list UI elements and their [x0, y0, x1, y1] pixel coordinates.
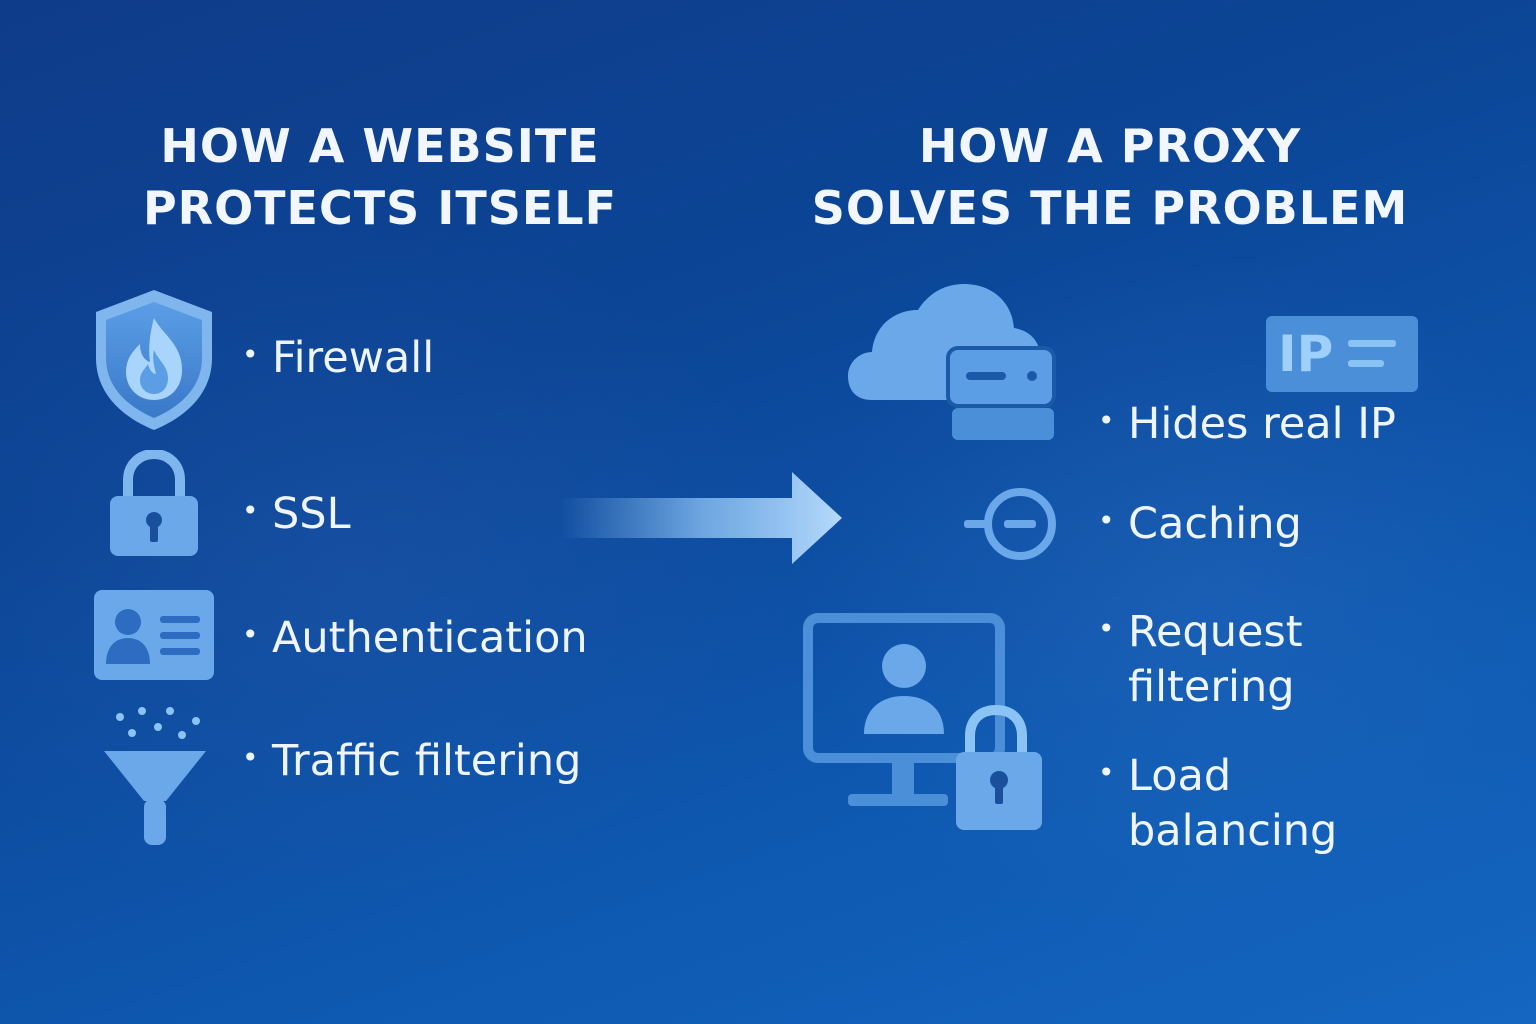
item-label-line1: Load — [1128, 751, 1232, 801]
right-item-request-filtering: • Request filtering — [1098, 606, 1303, 713]
right-item-caching: • Caching — [1098, 498, 1302, 553]
ip-badge-text: IP — [1278, 325, 1334, 383]
item-label: Caching — [1128, 499, 1302, 549]
funnel-icon — [100, 705, 210, 850]
id-card-icon — [94, 590, 214, 680]
bullet: • — [1098, 611, 1115, 645]
left-title-line2: PROTECTS ITSELF — [142, 181, 618, 235]
left-title-line1: HOW A WEBSITE — [160, 119, 600, 173]
right-title-line1: HOW A PROXY — [918, 119, 1302, 173]
arrow-right-icon — [560, 470, 850, 566]
item-label: Traffic filtering — [272, 736, 582, 786]
bullet: • — [242, 493, 259, 527]
item-label-line2: balancing — [1128, 805, 1338, 856]
bullet: • — [1098, 755, 1115, 789]
left-item-authentication: • Authentication — [242, 612, 588, 667]
right-item-load-balancing: • Load balancing — [1098, 750, 1337, 857]
cache-node-icon — [964, 484, 1060, 564]
ip-badge-icon — [1266, 316, 1418, 392]
right-title: HOW A PROXY SOLVES THE PROBLEM — [780, 115, 1440, 239]
shield-fire-icon — [92, 288, 216, 432]
item-label-line2: filtering — [1128, 661, 1295, 712]
monitor-user-lock-icon — [802, 612, 1048, 834]
bullet: • — [1098, 503, 1115, 537]
left-item-ssl: • SSL — [242, 488, 351, 543]
cloud-server-icon — [848, 284, 1060, 444]
bullet: • — [1098, 403, 1115, 437]
item-label: Hides real IP — [1128, 399, 1396, 449]
bullet: • — [242, 740, 259, 774]
item-label-line1: Request — [1128, 607, 1303, 657]
bullet: • — [242, 337, 259, 371]
right-item-hides-real-ip: • Hides real IP — [1098, 398, 1396, 453]
right-title-line2: SOLVES THE PROBLEM — [811, 181, 1409, 235]
bullet: • — [242, 617, 259, 651]
left-item-traffic-filtering: • Traffic filtering — [242, 735, 581, 790]
left-title: HOW A WEBSITE PROTECTS ITSELF — [80, 115, 680, 239]
left-item-firewall: • Firewall — [242, 332, 434, 387]
item-label: Authentication — [272, 613, 588, 663]
item-label: SSL — [272, 489, 351, 539]
item-label: Firewall — [272, 333, 435, 383]
padlock-icon — [108, 450, 200, 558]
